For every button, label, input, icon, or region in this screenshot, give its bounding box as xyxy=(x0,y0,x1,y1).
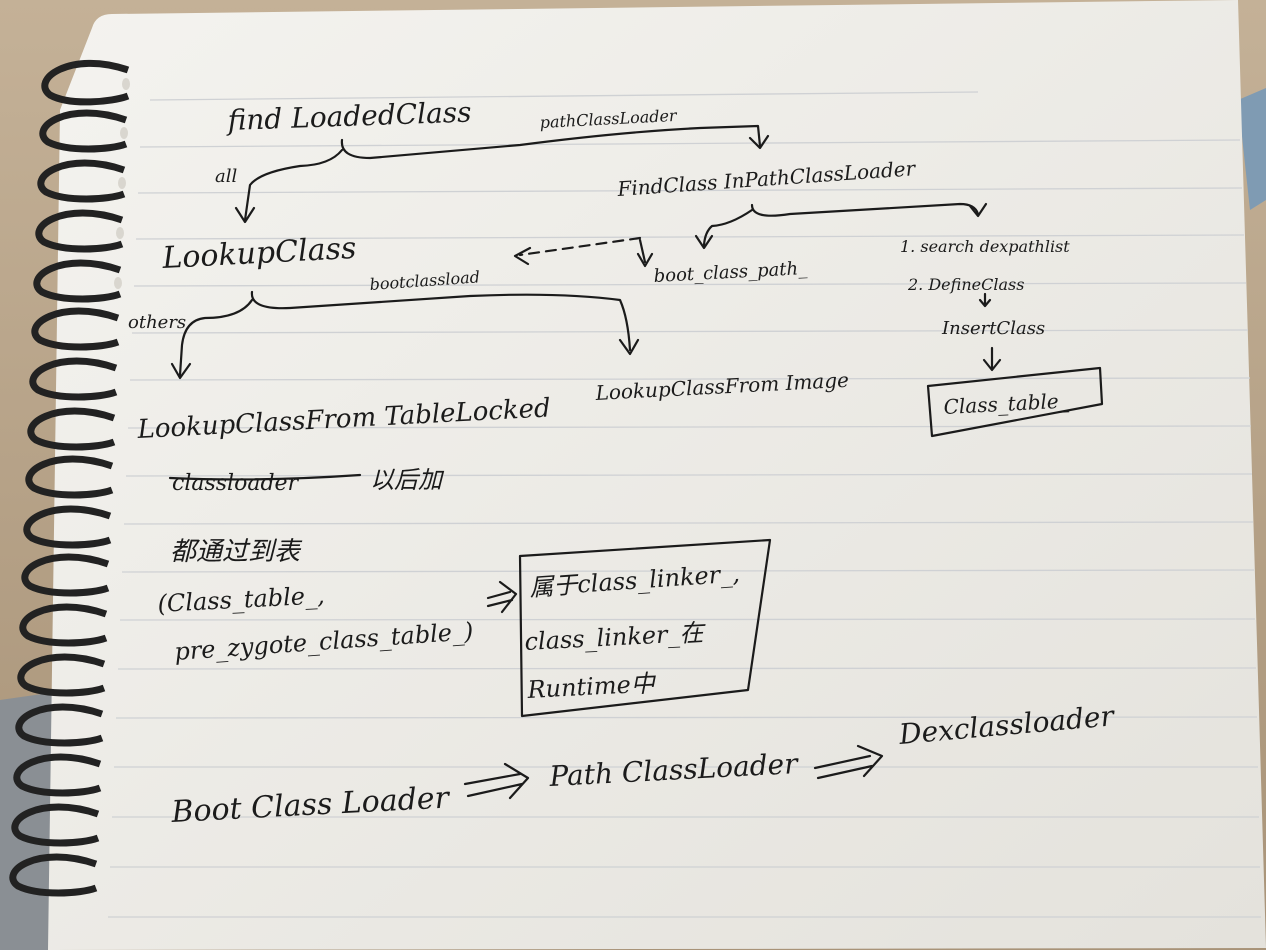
spiral-binding xyxy=(9,59,130,897)
box-line-3: Runtime中 xyxy=(526,669,658,704)
step-1-text: 1. search dexpathlist xyxy=(900,237,1070,256)
all-label: all xyxy=(215,166,237,187)
spiral-binding-ring xyxy=(23,505,112,549)
class-table-box xyxy=(926,366,1104,438)
spiral-binding-ring xyxy=(15,703,104,747)
spiral-binding-ring xyxy=(9,853,98,897)
spiral-binding-ring xyxy=(41,59,130,106)
struck-classloader-text: classloader xyxy=(172,471,300,496)
spiral-binding-ring xyxy=(39,109,128,153)
spiral-binding-ring xyxy=(21,553,110,597)
handwritten-arrows xyxy=(168,124,1002,800)
spiral-binding-ring xyxy=(33,259,122,303)
insert-class-text: InsertClass xyxy=(941,318,1045,339)
spiral-binding-ring xyxy=(17,653,106,697)
spiral-binding-ring xyxy=(13,753,102,797)
blue-object xyxy=(1238,88,1266,210)
note-line-2: 都通过到表 xyxy=(170,537,303,567)
spiral-binding-ring xyxy=(37,159,126,203)
spiral-binding-ring xyxy=(25,455,114,499)
note-line-1-suffix: 以后加 xyxy=(370,466,445,494)
others-label: others xyxy=(128,312,186,333)
binding-holes xyxy=(114,78,130,289)
spiral-binding-ring xyxy=(11,803,100,847)
spiral-binding-ring xyxy=(29,357,118,401)
spiral-binding-ring xyxy=(31,307,120,351)
ruled-lines xyxy=(108,91,1261,918)
spiral-binding-ring xyxy=(35,209,124,253)
spiral-binding-ring xyxy=(19,603,108,647)
step-2-text: 2. DefineClass xyxy=(907,275,1024,294)
class-linker-box xyxy=(518,538,772,718)
spiral-binding-ring xyxy=(27,407,116,451)
